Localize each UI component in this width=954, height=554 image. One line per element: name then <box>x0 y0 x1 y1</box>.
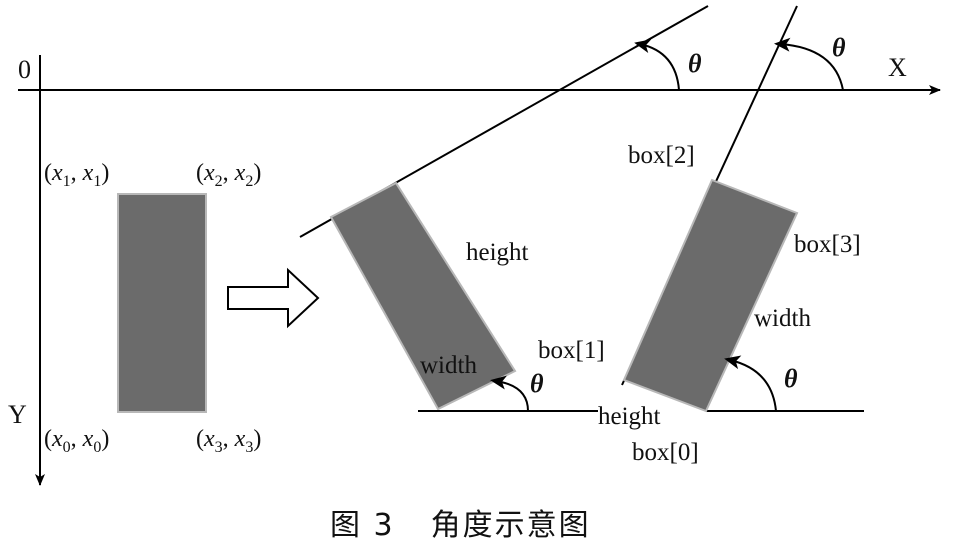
coord-bottom-right: (x3, x3) <box>196 426 261 456</box>
theta-top-middle: θ <box>688 49 702 78</box>
coord-top-right: (x2, x2) <box>196 160 261 190</box>
transform-arrow-icon <box>227 267 320 329</box>
theta-arc-top-right <box>774 37 844 91</box>
upright-box <box>117 193 207 413</box>
coord-top-left: (x1, x1) <box>44 160 109 190</box>
right-box-height-label: height <box>598 403 661 430</box>
middle-rotated-box <box>329 181 517 411</box>
box1-label: box[1] <box>538 337 605 364</box>
right-box-width-label: width <box>754 305 811 332</box>
theta-arc-bottom-middle <box>490 375 529 412</box>
middle-box-height-label: height <box>466 239 529 266</box>
theta-bottom-right: θ <box>784 364 798 393</box>
theta-bottom-middle: θ <box>530 369 544 398</box>
box3-label: box[3] <box>794 231 861 258</box>
middle-box-width-label: width <box>420 352 477 379</box>
box2-label: box[2] <box>628 142 695 169</box>
y-axis-label: Y <box>8 400 27 429</box>
theta-arc-top-middle <box>634 39 680 91</box>
right-rotated-box <box>622 178 799 413</box>
theta-top-right: θ <box>832 33 846 62</box>
origin-label: 0 <box>18 55 31 84</box>
x-axis-label: X <box>888 53 907 82</box>
coord-bottom-left: (x0, x0) <box>44 426 109 456</box>
box0-label: box[0] <box>632 439 699 466</box>
theta-arc-bottom-right <box>724 355 777 412</box>
